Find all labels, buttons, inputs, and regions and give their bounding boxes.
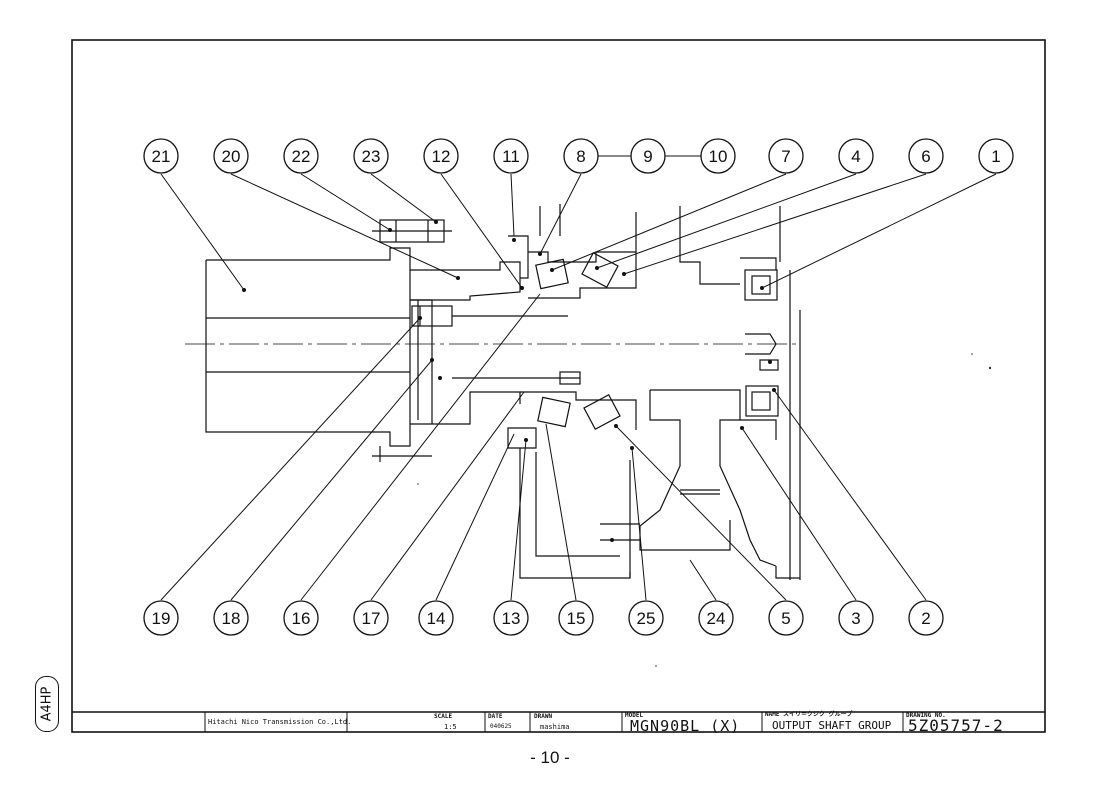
- balloon-label-3: 3: [851, 609, 860, 628]
- name-label: NAME スイリ＝クジク グループ: [765, 711, 853, 718]
- balloon-label-21: 21: [152, 147, 171, 166]
- balloon-21: [143, 138, 179, 174]
- balloon-6: [908, 138, 944, 174]
- balloon-label-13: 13: [502, 609, 521, 628]
- balloon-18: [213, 600, 249, 636]
- paper-size-label: A4HP: [39, 686, 55, 722]
- balloon-3: [838, 600, 874, 636]
- paper-size-tag: A4HP: [35, 676, 59, 732]
- balloon-16: [283, 600, 319, 636]
- drawing-number: 5Z05757-2: [908, 716, 1004, 735]
- drawn-label: DRAWN: [534, 713, 553, 720]
- balloon-label-4: 4: [851, 147, 860, 166]
- scale-label: SCALE: [434, 713, 453, 720]
- drawing-no-label: DRAWING NO.: [906, 712, 946, 719]
- date-value: 040625: [490, 723, 512, 730]
- balloon-23: [353, 138, 389, 174]
- balloon-label-6: 6: [921, 147, 930, 166]
- balloon-24: [698, 600, 734, 636]
- balloon-label-14: 14: [427, 609, 446, 628]
- leader-lines: [160, 155, 997, 601]
- balloon-label-24: 24: [707, 609, 726, 628]
- balloon-label-7: 7: [781, 147, 790, 166]
- balloon-label-15: 15: [567, 609, 586, 628]
- model-label: MODEL: [625, 712, 644, 719]
- assembly-outline: [205, 204, 801, 580]
- balloon-9: [630, 138, 666, 174]
- date-label: DATE: [488, 713, 503, 720]
- balloon-label-17: 17: [362, 609, 381, 628]
- balloon-label-23: 23: [362, 147, 381, 166]
- balloon-label-25: 25: [637, 609, 656, 628]
- balloon-label-19: 19: [152, 609, 171, 628]
- balloon-group: 21 20 22 23 12 11 8 9 10 7 4 6 1 19 18 16 17 14 13 15 25 24 5 3…: [143, 138, 1014, 636]
- balloon-19: [143, 600, 179, 636]
- part-name-value: OUTPUT SHAFT GROUP: [772, 719, 892, 732]
- balloon-label-12: 12: [432, 147, 451, 166]
- scan-specks: [417, 353, 992, 667]
- balloon-10: [700, 138, 736, 174]
- scale-value: 1:5: [444, 723, 457, 731]
- company-name: Hitachi Nico Transmission Co.,Ltd.: [208, 718, 352, 726]
- balloon-13: [493, 600, 529, 636]
- balloon-4: [838, 138, 874, 174]
- balloon-1: [978, 138, 1014, 174]
- leader-dots: [242, 220, 776, 542]
- balloon-2: [908, 600, 944, 636]
- balloon-label-8: 8: [576, 147, 585, 166]
- balloon-25: [628, 600, 664, 636]
- model-value: MGN90BL (X): [630, 717, 741, 735]
- page-number: - 10 -: [530, 748, 570, 767]
- balloon-8: [563, 138, 599, 174]
- title-block: [72, 711, 1045, 732]
- balloon-label-16: 16: [292, 609, 311, 628]
- balloon-14: [418, 600, 454, 636]
- balloon-label-5: 5: [781, 609, 790, 628]
- balloon-20: [213, 138, 249, 174]
- balloon-label-22: 22: [292, 147, 311, 166]
- balloon-7: [768, 138, 804, 174]
- balloon-22: [283, 138, 319, 174]
- balloon-label-10: 10: [709, 147, 728, 166]
- balloon-5: [768, 600, 804, 636]
- balloon-15: [558, 600, 594, 636]
- balloon-label-20: 20: [222, 147, 241, 166]
- balloon-label-11: 11: [502, 147, 520, 166]
- drawing-border: [71, 39, 1046, 733]
- balloon-12: [423, 138, 459, 174]
- balloon-label-9: 9: [643, 147, 652, 166]
- drawn-value: mashima: [540, 723, 570, 731]
- balloon-11: [493, 138, 529, 174]
- balloon-label-1: 1: [991, 147, 1000, 166]
- balloon-17: [353, 600, 389, 636]
- balloon-label-2: 2: [921, 609, 930, 628]
- balloon-label-18: 18: [222, 609, 241, 628]
